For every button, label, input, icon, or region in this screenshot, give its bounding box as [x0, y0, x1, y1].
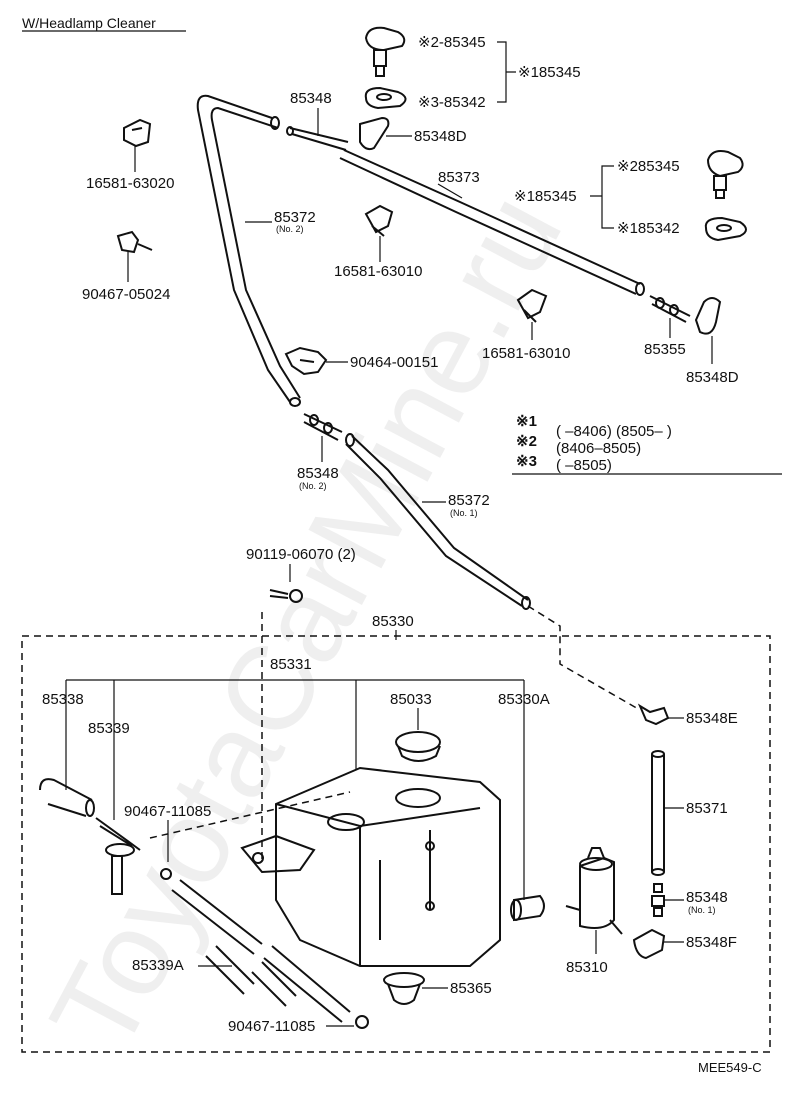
- clamp-90467-05024-icon: [116, 230, 153, 254]
- label-85345-a: ※2-85345: [418, 34, 486, 51]
- label-85348-no2: 85348: [297, 465, 339, 482]
- hose-85373-icon: [339, 149, 641, 295]
- watermark: ToyotaCarMine.ru: [25, 173, 588, 1072]
- notes-table: ※1 ( –8406) (8505– ) ※2 (8406–8505) ※3 (…: [512, 413, 782, 475]
- label-85373: 85373: [438, 169, 480, 186]
- label-85365: 85365: [450, 980, 492, 997]
- diagram-title: W/Headlamp Cleaner: [22, 15, 156, 31]
- joint-85355-icon: [649, 295, 691, 323]
- gasket-85342-b-icon: [704, 216, 747, 242]
- bolt-90119-06070-icon: [269, 589, 303, 603]
- joint-85348-no1-icon: [651, 883, 665, 917]
- bracket-185345-b: [590, 165, 614, 229]
- elbow-85348D-icon: [359, 116, 390, 151]
- hose-85338-icon: [39, 778, 95, 817]
- note-text-1: ( –8406) (8505– ): [556, 423, 672, 440]
- hose-85372-no2-icon: [196, 94, 301, 403]
- clip-90467-11085-a-icon: [160, 868, 172, 880]
- pump-85310-icon: [565, 847, 623, 935]
- label-16581-63020: 16581-63020: [86, 175, 174, 192]
- joint-85348-no2-icon: [303, 413, 343, 441]
- label-16581-63010-a: 16581-63010: [334, 263, 422, 280]
- elbow-85348E-icon: [637, 703, 670, 726]
- nozzle-85345-b-icon: [706, 150, 744, 199]
- label-85348-no2-sub: (No. 2): [299, 481, 327, 491]
- note-text-2: (8406–8505): [556, 440, 641, 457]
- grommet-85365-icon: [383, 972, 425, 1005]
- bracket-85331: [65, 679, 525, 900]
- clip-16581-63020-icon: [123, 118, 152, 148]
- label-85372-no2-sub: (No. 2): [276, 224, 304, 234]
- label-90119-06070: 90119-06070 (2): [246, 546, 356, 563]
- label-85339: 85339: [88, 720, 130, 737]
- label-85033: 85033: [390, 691, 432, 708]
- label-85348-no1: 85348: [686, 889, 728, 906]
- label-85330: 85330: [372, 613, 414, 630]
- label-85345-b: ※285345: [617, 158, 680, 175]
- label-85371: 85371: [686, 800, 728, 817]
- hose-85339A-icon: [171, 879, 351, 1023]
- label-85355: 85355: [644, 341, 686, 358]
- hose-85372-no1-icon: [345, 435, 529, 607]
- label-85348D: 85348D: [414, 128, 467, 145]
- bracket-185345-a: [497, 41, 516, 103]
- label-185345-a: ※185345: [518, 64, 581, 81]
- label-90464-00151: 90464-00151: [350, 354, 438, 371]
- elbow-85348D-b-icon: [694, 297, 722, 335]
- reservoir-tank-85331-icon: [240, 766, 501, 967]
- label-85331: 85331: [270, 656, 312, 673]
- hose-85371-icon: [651, 750, 665, 876]
- note-text-3: ( –8505): [556, 457, 612, 474]
- elbow-85348F-icon: [632, 928, 666, 960]
- clip-16581-63010-a-icon: [364, 204, 394, 237]
- label-85342-b: ※185342: [617, 220, 680, 237]
- label-85342-a: ※3-85342: [418, 94, 486, 111]
- label-85348F: 85348F: [686, 934, 737, 951]
- gasket-85342-icon: [364, 86, 407, 110]
- diagram-code: MEE549-C: [698, 1060, 762, 1075]
- label-90467-05024: 90467-05024: [82, 286, 170, 303]
- joint-85348-icon: [286, 126, 349, 151]
- grommet-85330A-icon: [510, 894, 545, 922]
- note-mark-1: ※1: [516, 413, 537, 430]
- label-85348D-b: 85348D: [686, 369, 739, 386]
- assembly-box-85330: [21, 635, 771, 1053]
- label-85348-top: 85348: [290, 90, 332, 107]
- clip-90467-11085-b-icon: [355, 1015, 369, 1029]
- label-185345-b: ※185345: [514, 188, 577, 205]
- label-16581-63010-b: 16581-63010: [482, 345, 570, 362]
- label-85348-no1-sub: (No. 1): [688, 905, 716, 915]
- label-85372-no1: 85372: [448, 492, 490, 509]
- label-85310: 85310: [566, 959, 608, 976]
- label-90467-11085-a: 90467-11085: [124, 803, 211, 820]
- label-85372-no2: 85372: [274, 209, 316, 226]
- note-mark-3: ※3: [516, 453, 537, 470]
- note-mark-2: ※2: [516, 433, 537, 450]
- valve-85339-icon: [95, 817, 141, 895]
- label-85330A: 85330A: [498, 691, 550, 708]
- clip-16581-63010-b-icon: [516, 288, 548, 323]
- label-90467-11085-b: 90467-11085: [228, 1018, 315, 1035]
- nozzle-85345-icon: [364, 26, 406, 77]
- label-85338: 85338: [42, 691, 84, 708]
- label-85348E: 85348E: [686, 710, 738, 727]
- clamp-90464-00151-icon: [284, 346, 328, 376]
- label-85372-no1-sub: (No. 1): [450, 508, 478, 518]
- cap-85033-icon: [395, 731, 441, 762]
- label-85339A: 85339A: [132, 957, 184, 974]
